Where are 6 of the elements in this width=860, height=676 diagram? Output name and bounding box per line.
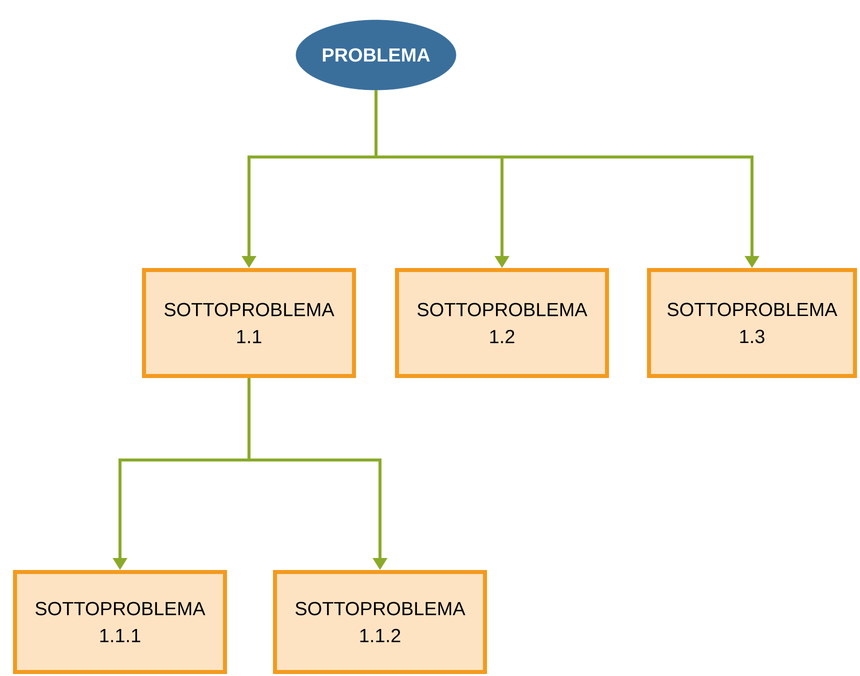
process-box: SOTTOPROBLEMA 1.1.2 (273, 570, 487, 674)
ellipse-node: PROBLEMA (296, 20, 456, 90)
process-box: SOTTOPROBLEMA 1.1 (142, 268, 356, 378)
process-box: SOTTOPROBLEMA 1.1.1 (13, 570, 227, 674)
process-box: SOTTOPROBLEMA 1.3 (647, 268, 857, 378)
process-box: SOTTOPROBLEMA 1.2 (395, 268, 609, 378)
